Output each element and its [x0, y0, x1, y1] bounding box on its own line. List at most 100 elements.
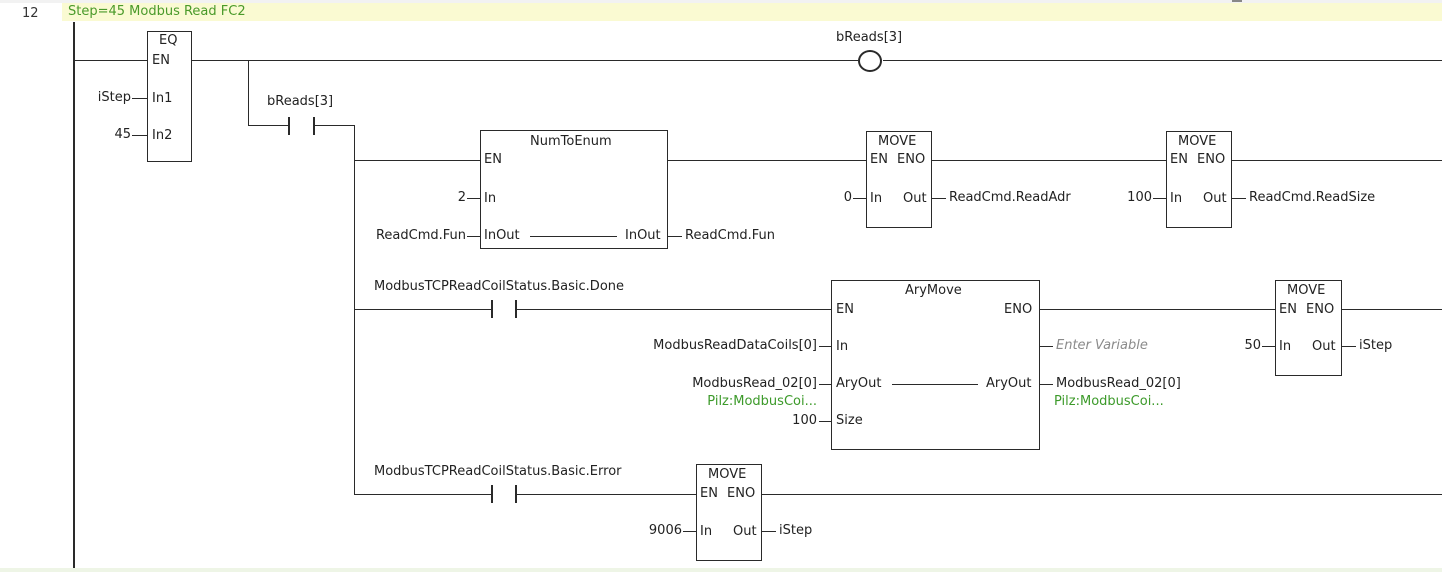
rung-comment[interactable]: Step=45 Modbus Read FC2 — [62, 3, 1442, 21]
wire — [248, 60, 249, 126]
numtoenum-inout-in-pin: InOut — [484, 228, 520, 243]
bottom-edge — [0, 568, 1442, 572]
wire — [1153, 198, 1166, 199]
numtoenum-inout-variable[interactable]: ReadCmd.Fun — [375, 228, 466, 243]
contact-done-left[interactable] — [491, 300, 493, 318]
move-block-4[interactable] — [696, 464, 762, 561]
wire — [1342, 309, 1442, 310]
move1-in-variable[interactable]: 0 — [843, 190, 852, 205]
wire — [1040, 346, 1053, 347]
move-block-2[interactable] — [1166, 131, 1232, 228]
top-edge — [0, 0, 1442, 3]
eq-en-pin: EN — [152, 53, 170, 68]
eq-block[interactable] — [147, 31, 192, 162]
move1-eno-pin: ENO — [897, 152, 926, 167]
contact-error-right[interactable] — [515, 485, 517, 503]
wire — [354, 309, 491, 310]
wire — [819, 346, 831, 347]
contact-breads-left[interactable] — [288, 117, 290, 135]
move4-eno-pin: ENO — [727, 486, 756, 501]
rung-number: 12 — [22, 6, 39, 21]
arymove-in-pin: In — [836, 339, 849, 354]
eq-in2-variable[interactable]: 45 — [114, 127, 131, 142]
coil-label[interactable]: bReads[3] — [836, 30, 903, 45]
arymove-size-variable[interactable]: 100 — [792, 413, 817, 428]
arymove-eno-placeholder[interactable]: Enter Variable — [1056, 338, 1148, 353]
output-coil[interactable] — [858, 50, 882, 72]
wire — [315, 125, 355, 126]
move3-out-pin: Out — [1312, 339, 1336, 354]
arymove-block[interactable] — [831, 280, 1040, 450]
wire — [1262, 346, 1275, 347]
wire — [517, 309, 831, 310]
move-block-1[interactable] — [866, 131, 932, 228]
wire — [819, 384, 831, 385]
aryout-link-wire — [892, 384, 978, 385]
wire — [819, 421, 831, 422]
contact-error-left[interactable] — [491, 485, 493, 503]
move3-out-variable[interactable]: iStep — [1359, 338, 1393, 353]
contact-breads-right[interactable] — [313, 117, 315, 135]
wire — [354, 494, 491, 495]
wire — [762, 494, 1442, 495]
wire — [683, 531, 696, 532]
wire — [467, 236, 480, 237]
wire — [1040, 384, 1053, 385]
wire — [1342, 346, 1356, 347]
move3-title: MOVE — [1287, 283, 1326, 298]
contact-breads-label[interactable]: bReads[3] — [267, 94, 334, 109]
contact-done-right[interactable] — [515, 300, 517, 318]
eq-in1-pin: In1 — [152, 91, 173, 106]
move2-eno-pin: ENO — [1197, 152, 1226, 167]
numtoenum-in-pin: In — [484, 191, 497, 206]
move3-en-pin: EN — [1279, 302, 1297, 317]
arymove-title: AryMove — [905, 283, 962, 298]
arymove-out-variable[interactable]: ModbusRead_02[0] — [1056, 376, 1181, 391]
move3-eno-pin: ENO — [1306, 302, 1335, 317]
move1-out-variable[interactable]: ReadCmd.ReadAdr — [949, 190, 1071, 205]
wire — [132, 135, 147, 136]
wire — [932, 198, 946, 199]
arymove-aryout-out-pin: AryOut — [986, 376, 1032, 391]
move-block-3[interactable] — [1275, 280, 1342, 376]
move4-en-pin: EN — [700, 486, 718, 501]
wire — [853, 198, 866, 199]
wire — [762, 531, 776, 532]
wire — [354, 160, 481, 161]
move4-in-variable[interactable]: 9006 — [648, 523, 682, 538]
contact-done-label[interactable]: ModbusTCPReadCoilStatus.Basic.Done — [374, 279, 625, 294]
wire — [191, 60, 858, 61]
move2-out-pin: Out — [1203, 191, 1227, 206]
wire — [248, 125, 288, 126]
left-power-rail — [73, 22, 75, 568]
arymove-aryout-variable[interactable]: ModbusRead_02[0] — [692, 376, 817, 391]
move1-out-pin: Out — [903, 191, 927, 206]
move4-out-pin: Out — [733, 524, 757, 539]
numtoenum-block[interactable] — [480, 130, 668, 249]
numtoenum-out-variable[interactable]: ReadCmd.Fun — [685, 228, 776, 243]
move2-en-pin: EN — [1170, 152, 1188, 167]
wire — [75, 60, 148, 61]
eq-block-title: EQ — [159, 33, 178, 48]
move3-in-variable[interactable]: 50 — [1244, 338, 1261, 353]
contact-error-label[interactable]: ModbusTCPReadCoilStatus.Basic.Error — [374, 464, 622, 479]
scroll-indicator — [1232, 0, 1242, 2]
arymove-en-pin: EN — [836, 302, 854, 317]
arymove-out-type: Pilz:ModbusCoi... — [1054, 394, 1164, 409]
move2-title: MOVE — [1178, 134, 1217, 149]
move2-in-variable[interactable]: 100 — [1127, 190, 1152, 205]
move3-in-pin: In — [1279, 339, 1292, 354]
eq-in1-variable[interactable]: iStep — [97, 90, 131, 105]
branch-wire — [354, 125, 355, 495]
arymove-in-variable[interactable]: ModbusReadDataCoils[0] — [653, 338, 817, 353]
move1-en-pin: EN — [870, 152, 888, 167]
wire — [1040, 309, 1275, 310]
move4-out-variable[interactable]: iStep — [779, 523, 813, 538]
numtoenum-in-variable[interactable]: 2 — [457, 190, 466, 205]
rung-comment-text: Step=45 Modbus Read FC2 — [68, 4, 246, 19]
move2-out-variable[interactable]: ReadCmd.ReadSize — [1249, 190, 1376, 205]
wire — [132, 98, 147, 99]
move4-title: MOVE — [708, 467, 747, 482]
numtoenum-inout-out-pin: InOut — [625, 228, 661, 243]
wire — [883, 60, 1442, 61]
